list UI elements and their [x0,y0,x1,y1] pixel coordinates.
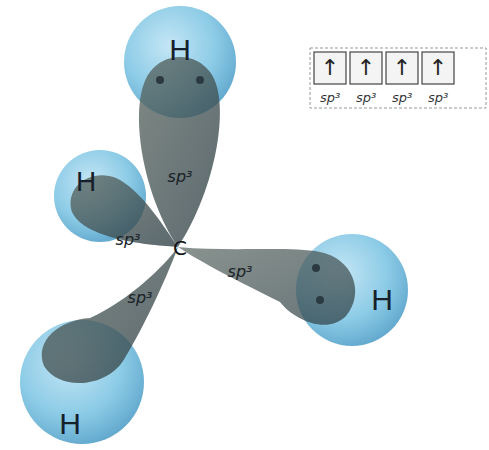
electron-dot [312,264,320,272]
sp3-lobe [42,247,178,383]
electron-dot [196,76,204,84]
electron-spin: ↑ [321,57,339,79]
atom-symbol: H [59,409,81,439]
orbital-label: sp³ [392,91,412,104]
electron-spin: ↑ [393,57,411,79]
hydrogen-atom: H [166,33,194,67]
electron-spin: ↑ [429,57,447,79]
orbital-label: sp³ [168,169,193,185]
atom-symbol: H [371,285,393,315]
hydrogen-atom: H [56,407,84,441]
sp3-lobe [178,247,355,325]
atom-symbol: H [76,168,96,196]
orbital-label: sp³ [116,232,141,248]
hydrogen-atom: H [368,283,396,317]
electron-dot [156,76,164,84]
orbital-box [314,52,346,84]
atom-symbol: H [169,35,191,65]
electron-spin: ↑ [357,57,375,79]
orbital-label: sp³ [320,91,340,104]
atom-symbol: C [173,238,187,258]
orbital-label: sp³ [128,290,153,306]
orbital-label: sp³ [428,91,448,104]
orbital-frame [310,48,486,108]
orbital-box [350,52,382,84]
orbital-box [386,52,418,84]
orbital-label: sp³ [356,91,376,104]
orbital-box [422,52,454,84]
electron-dot [316,296,324,304]
orbital-label: sp³ [228,264,253,280]
hydrogen-atom: H [73,166,100,198]
